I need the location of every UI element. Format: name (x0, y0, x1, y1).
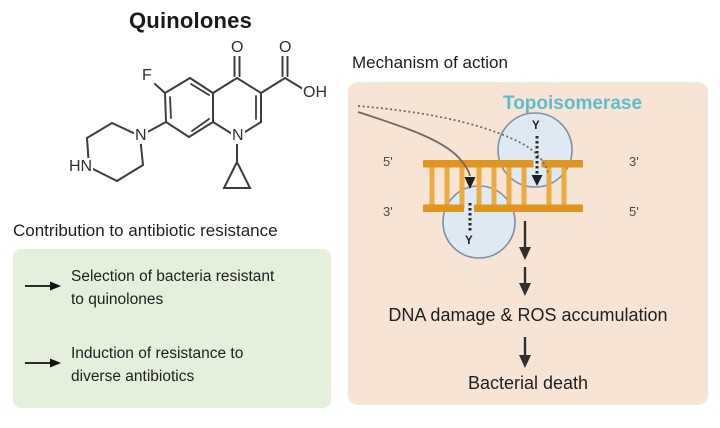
benzene-ring (164, 77, 214, 138)
tyrosine-label-lower: Y (465, 235, 473, 247)
strand-label-5prime-right: 5' (629, 204, 639, 219)
topoisomerase-label: Topoisomerase (503, 93, 643, 114)
strand-label-5prime-left: 5' (383, 154, 393, 169)
resistance-panel (13, 249, 331, 408)
resistance-item-1: Selection of bacteria resistant to quino… (71, 268, 275, 308)
molecule-structure (86, 55, 304, 189)
piperazine-ring (86, 121, 167, 182)
atom-label-piperazine-nh: HN (68, 158, 94, 175)
outcome-dna-damage: DNA damage & ROS accumulation (388, 305, 668, 325)
cyclopropyl-ring (222, 136, 252, 189)
atom-label-hydroxyl: OH (302, 84, 328, 101)
resistance-heading: Contribution to antibiotic resistance (13, 221, 278, 240)
strand-label-3prime-right: 3' (629, 154, 639, 169)
fluorine-bond (154, 83, 166, 94)
resistance-item-2: Induction of resistance to diverse antib… (71, 345, 244, 385)
atom-label-fluorine: F (141, 67, 153, 84)
structure-title: Quinolones (129, 8, 252, 33)
strand-label-3prime-left: 3' (383, 204, 393, 219)
atom-label-ring-nitrogen: N (231, 127, 245, 144)
mechanism-panel (348, 82, 708, 405)
mechanism-heading: Mechanism of action (352, 53, 508, 72)
ketone-group (233, 55, 241, 77)
tyrosine-label-upper: Y (532, 120, 540, 132)
atom-label-piperazine-nitrogen: N (134, 127, 148, 144)
atom-label-ketone-oxygen: O (230, 39, 245, 56)
atom-label-carboxyl-oxygen: O (278, 39, 293, 56)
outcome-bacterial-death: Bacterial death (467, 373, 589, 393)
carboxyl-group (260, 55, 304, 94)
